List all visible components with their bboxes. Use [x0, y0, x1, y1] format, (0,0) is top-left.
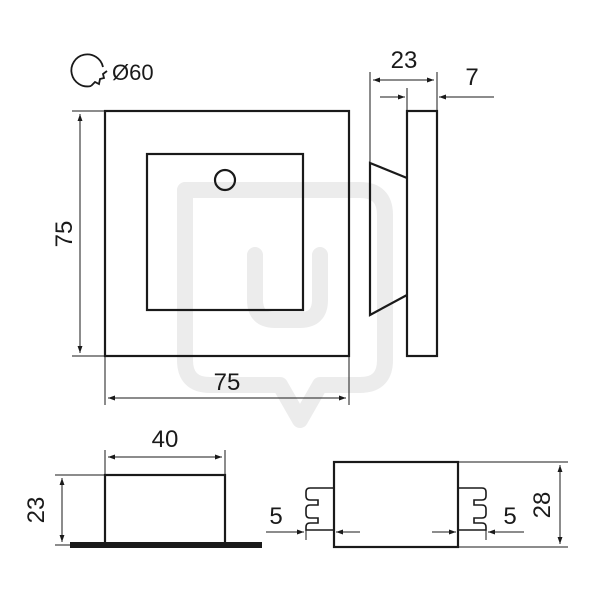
- front-width-label: 75: [214, 369, 241, 396]
- front-view: 75 75: [51, 109, 351, 405]
- side-depth-label: 23: [391, 47, 418, 74]
- left-connector: [305, 487, 334, 531]
- right-offset-label: 5: [503, 503, 516, 530]
- bottom-left-box: [103, 473, 227, 547]
- bottom-right-box: [332, 460, 460, 549]
- bottom-left-width-label: 40: [152, 426, 179, 453]
- hole-drill-icon: [70, 53, 108, 88]
- front-frame-inner: [145, 152, 305, 312]
- right-connector: [458, 487, 487, 531]
- bottom-right-height-label: 28: [529, 492, 556, 519]
- sensor-circle: [213, 168, 237, 192]
- bottom-right-view: 5 5 28: [266, 460, 568, 549]
- front-height-label: 75: [51, 221, 78, 248]
- side-view: 23 7: [368, 47, 494, 358]
- front-frame-outer: [103, 109, 351, 358]
- bottom-left-view: 40 23: [23, 426, 262, 548]
- watermark-logo: [177, 182, 393, 428]
- left-offset-label: 5: [269, 503, 282, 530]
- side-plate: [405, 109, 439, 358]
- hole-diameter-label: Ø60: [112, 60, 154, 85]
- bottom-left-plate: [70, 542, 262, 548]
- side-box-outline: [368, 161, 408, 317]
- side-thickness-label: 7: [465, 64, 478, 91]
- bottom-left-height-label: 23: [23, 497, 50, 524]
